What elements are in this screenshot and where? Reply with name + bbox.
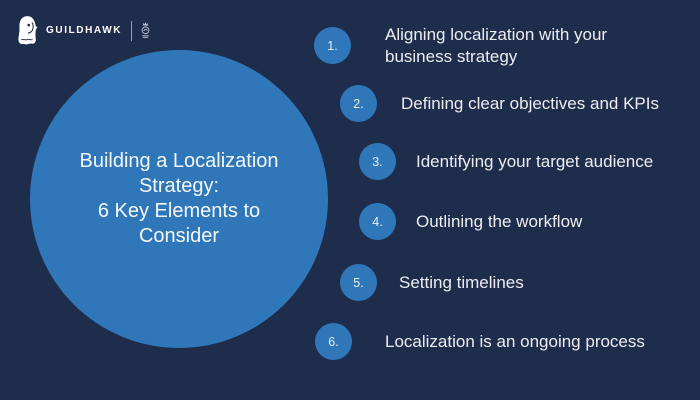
list-item: 5. Setting timelines (340, 264, 524, 301)
item-label: Localization is an ongoing process (385, 331, 645, 351)
list-item: 1. Aligning localization with your busin… (314, 25, 607, 66)
item-number: 2. (353, 96, 364, 111)
item-number-badge: 5. (340, 264, 377, 301)
item-label: Identifying your target audience (416, 151, 654, 171)
title-line: 6 Key Elements to (97, 200, 261, 222)
title-line: Consider (138, 225, 220, 247)
item-number-badge: 2. (340, 85, 377, 122)
list-item: 2. Defining clear objectives and KPIs (340, 85, 659, 122)
item-number: 4. (372, 214, 383, 229)
logo-divider (131, 20, 133, 41)
crest-icon (141, 22, 150, 38)
item-label: Setting timelines (399, 272, 524, 292)
brand-name: GUILDHAWK (46, 25, 123, 36)
item-label: Aligning localization with your business… (385, 24, 608, 66)
list-item: 4. Outlining the workflow (359, 203, 582, 240)
list-item: 6. Localization is an ongoing process (315, 323, 645, 360)
item-label: Outlining the workflow (416, 211, 583, 231)
item-label: Defining clear objectives and KPIs (401, 93, 659, 113)
item-number: 3. (372, 154, 383, 169)
item-number-badge: 4. (359, 203, 396, 240)
item-number-badge: 3. (359, 143, 396, 180)
item-number-badge: 1. (314, 27, 351, 64)
title-line: Strategy: (138, 175, 220, 197)
hawk-icon (18, 16, 38, 45)
hero-circle: Building a Localization Strategy: 6 Key … (30, 50, 328, 348)
list-item: 3. Identifying your target audience (359, 143, 653, 180)
item-number: 6. (328, 334, 339, 349)
hero-title: Building a Localization Strategy: 6 Key … (79, 149, 278, 249)
item-number-badge: 6. (315, 323, 352, 360)
item-number: 1. (327, 38, 338, 53)
brand-logo: GUILDHAWK (16, 15, 152, 46)
item-number: 5. (353, 275, 364, 290)
title-line: Building a Localization (79, 150, 279, 172)
